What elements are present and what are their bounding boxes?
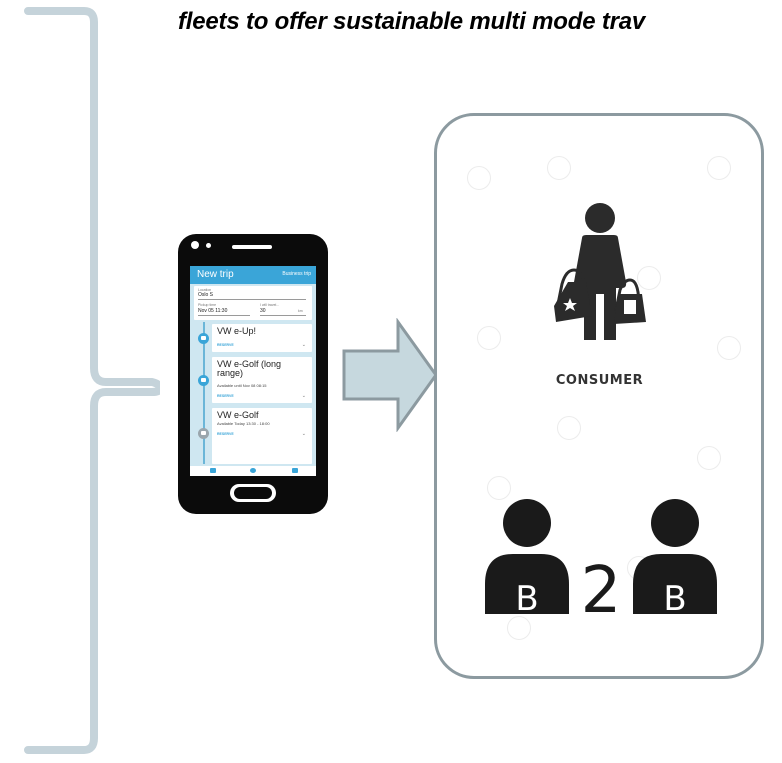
watermark-mark: [487, 476, 511, 500]
camera-icon: [191, 241, 199, 249]
car-icon: [198, 333, 209, 344]
trip-mode-dropdown[interactable]: Business trip: [282, 271, 311, 277]
watermark-mark: [467, 166, 491, 190]
travel-label: I will travel...: [260, 303, 280, 307]
chevron-down-icon[interactable]: ⌄: [301, 342, 306, 348]
person-icon[interactable]: [292, 468, 298, 473]
watermark-mark: [547, 156, 571, 180]
pickup-time-field[interactable]: Nov 05 11:30: [198, 308, 228, 314]
b2b-icon: B 2 B: [485, 499, 717, 616]
location-underline: [198, 299, 306, 300]
speaker-grille: [232, 245, 272, 249]
timeline-line: [203, 322, 205, 464]
car-name: VW e-Golf (long range): [217, 359, 282, 378]
phone-screen: New trip Business trip Location Oslo S P…: [190, 266, 316, 476]
travel-underline: [260, 315, 306, 316]
pickup-label: Pickup time: [198, 303, 217, 307]
location-label: Location: [198, 288, 212, 292]
watermark-mark: [507, 616, 531, 640]
car-availability: Available until Nov 08 08:15: [217, 383, 267, 388]
car-name: VW e-Golf: [217, 410, 259, 420]
headline-text: fleets to offer sustainable multi mode t…: [178, 8, 646, 35]
watermark-mark: [477, 326, 501, 350]
sensor-icon: [206, 243, 211, 248]
location-field[interactable]: Oslo S: [198, 292, 214, 298]
watermark-mark: [637, 266, 661, 290]
consumer-shopper-icon: [554, 203, 646, 340]
watermark-mark: [697, 446, 721, 470]
watermark-mark: [717, 336, 741, 360]
chevron-down-icon[interactable]: ⌄: [301, 431, 306, 437]
bottom-navigation: [190, 466, 316, 476]
smartphone-mockup: New trip Business trip Location Oslo S P…: [178, 234, 328, 514]
app-title: New trip: [197, 269, 234, 280]
app-header: New trip Business trip: [190, 266, 316, 284]
watermark-mark: [707, 156, 731, 180]
car-name: VW e-Up!: [217, 326, 257, 336]
b2b-middle-digit: 2: [581, 554, 622, 616]
b2b-right-letter: B: [663, 579, 686, 616]
home-button: [230, 484, 276, 502]
car-card[interactable]: VW e-Golf Available Today 13:30 - 18:00 …: [212, 408, 312, 464]
car-card[interactable]: VW e-Golf (long range) Available until N…: [212, 357, 312, 403]
chevron-down-icon[interactable]: ⌄: [301, 393, 306, 399]
customer-segments-panel: CONSUMER B 2 B: [434, 113, 764, 679]
travel-distance-field[interactable]: 30: [260, 308, 266, 314]
consumer-label: CONSUMER: [555, 373, 644, 388]
reserve-button[interactable]: RESERVE: [217, 394, 234, 398]
right-arrow-icon: [342, 318, 438, 432]
curly-bracket: [24, 7, 160, 754]
car-icon: [198, 375, 209, 386]
pickup-underline: [198, 315, 250, 316]
trip-form: Location Oslo S Pickup time Nov 05 11:30…: [194, 286, 312, 320]
reserve-button[interactable]: RESERVE: [217, 432, 234, 436]
history-icon[interactable]: [250, 468, 256, 473]
watermark-mark: [557, 416, 581, 440]
car-icon: [198, 428, 209, 439]
car-card[interactable]: VW e-Up! RESERVE ⌄: [212, 324, 312, 352]
reserve-button[interactable]: RESERVE: [217, 343, 234, 347]
b2b-left-letter: B: [515, 579, 538, 616]
home-icon[interactable]: [210, 468, 216, 473]
travel-unit: km: [298, 309, 303, 313]
car-availability: Available Today 13:30 - 18:00: [217, 421, 270, 426]
